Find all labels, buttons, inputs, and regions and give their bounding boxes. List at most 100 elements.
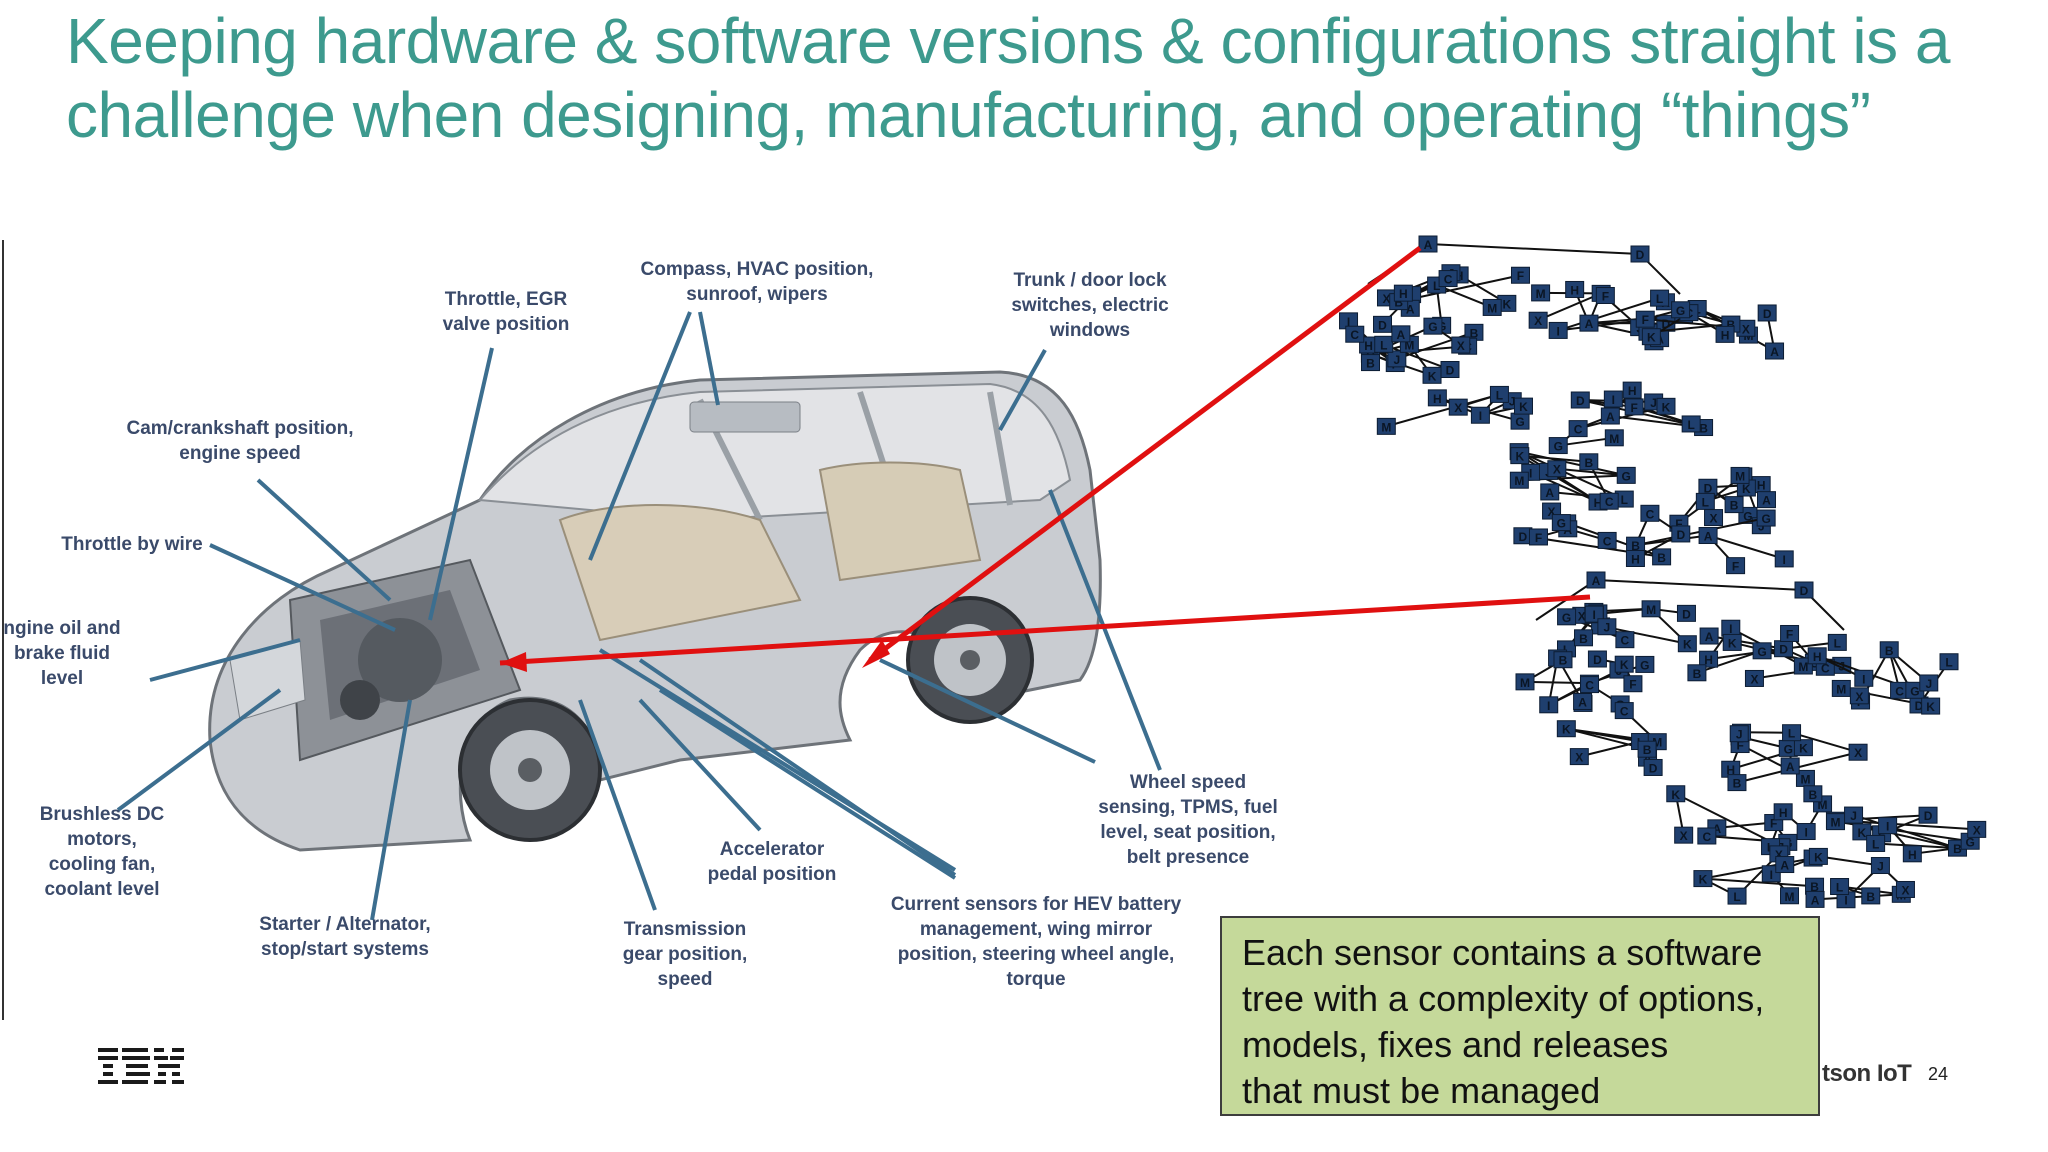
svg-text:D: D: [1636, 248, 1645, 262]
svg-text:G: G: [1966, 835, 1975, 849]
label-throttle-egr-1: Throttle, EGR: [445, 289, 568, 310]
tree-node: L: [1939, 653, 1959, 671]
svg-text:M: M: [1520, 676, 1530, 690]
svg-text:K: K: [1519, 400, 1528, 414]
svg-text:I: I: [1479, 409, 1482, 423]
tree-node: G: [1616, 466, 1636, 484]
tree-node: M: [1509, 471, 1529, 489]
tree-node: G: [1548, 437, 1568, 455]
svg-text:X: X: [1742, 322, 1750, 336]
svg-text:A: A: [1811, 893, 1820, 907]
svg-text:B: B: [1885, 644, 1894, 658]
svg-text:B: B: [1584, 456, 1593, 470]
svg-text:M: M: [1646, 603, 1656, 617]
tree-node: J: [1919, 674, 1939, 692]
svg-text:J: J: [1604, 621, 1611, 635]
svg-text:M: M: [1818, 798, 1828, 812]
svg-text:B: B: [1631, 539, 1640, 553]
tree-node: H: [1699, 650, 1719, 668]
svg-text:I: I: [1804, 826, 1807, 840]
svg-text:X: X: [1575, 751, 1583, 765]
tree-node: H: [1902, 845, 1922, 863]
svg-text:J: J: [1509, 395, 1516, 409]
svg-text:C: C: [1895, 684, 1904, 698]
svg-text:B: B: [1953, 842, 1962, 856]
tree-node: X: [1849, 687, 1869, 705]
svg-text:B: B: [1730, 499, 1739, 513]
svg-text:K: K: [1671, 788, 1680, 802]
svg-text:G: G: [1640, 658, 1649, 672]
svg-text:L: L: [1496, 388, 1503, 402]
tree-node: X: [1528, 311, 1548, 329]
svg-text:A: A: [1424, 238, 1433, 252]
tree-node: D: [1794, 581, 1814, 599]
tree-node: D: [1570, 391, 1590, 409]
tree-node: D: [1587, 650, 1607, 668]
svg-text:M: M: [1514, 474, 1524, 488]
tree-edge: [1556, 467, 1627, 477]
tree-node: H: [1807, 647, 1827, 665]
tree-node: D: [1440, 361, 1460, 379]
svg-text:H: H: [1399, 287, 1408, 301]
svg-text:I: I: [1729, 622, 1732, 636]
tree-node: I: [1878, 817, 1898, 835]
svg-text:G: G: [1761, 512, 1770, 526]
tree-node: C: [1345, 325, 1365, 343]
brand-watson-iot: tson IoT: [1822, 1060, 1912, 1087]
tree-node: H: [1622, 381, 1642, 399]
svg-text:H: H: [1433, 392, 1442, 406]
svg-text:F: F: [1732, 560, 1739, 574]
svg-text:B: B: [1693, 667, 1702, 681]
svg-text:F: F: [1675, 517, 1682, 531]
svg-text:H: H: [1813, 650, 1822, 664]
tree-node: F: [1624, 398, 1644, 416]
tree-node: F: [1780, 624, 1800, 642]
tree-node: J: [1844, 806, 1864, 824]
svg-text:J: J: [1736, 728, 1743, 742]
svg-text:J: J: [1838, 659, 1845, 673]
label-engine-oil-2: brake fluid: [14, 643, 110, 664]
svg-text:B: B: [1394, 296, 1403, 310]
tree-node: A: [1699, 627, 1719, 645]
tree-node: B: [1879, 641, 1899, 659]
tree-node: G: [1557, 608, 1577, 626]
svg-text:D: D: [1662, 317, 1671, 331]
page-number: 24: [1928, 1064, 1949, 1084]
tree-node: A: [1698, 527, 1718, 545]
svg-text:F: F: [1535, 531, 1542, 545]
svg-text:H: H: [1570, 283, 1579, 297]
label-current-sensors-1: Current sensors for HEV battery: [891, 894, 1182, 915]
tree-node: D: [1643, 758, 1663, 776]
svg-text:X: X: [1775, 848, 1783, 862]
svg-text:X: X: [1855, 690, 1863, 704]
svg-text:L: L: [1836, 881, 1843, 895]
svg-text:C: C: [1350, 328, 1359, 342]
tree-node: K: [1666, 785, 1686, 803]
svg-text:D: D: [1446, 364, 1455, 378]
label-current-sensors-4: torque: [1006, 969, 1065, 990]
svg-text:X: X: [1548, 505, 1556, 519]
tree-node: H: [1393, 284, 1413, 302]
tree-edge: [1524, 680, 1590, 685]
svg-text:D: D: [1576, 394, 1585, 408]
label-starter-1: Starter / Alternator,: [259, 914, 430, 935]
label-engine-oil-1: ngine oil and: [3, 618, 120, 639]
tree-node: B: [1861, 887, 1881, 905]
tree-node: M: [1515, 673, 1535, 691]
svg-text:B: B: [1809, 788, 1818, 802]
svg-text:F: F: [1517, 269, 1524, 283]
tree-node: A: [1780, 757, 1800, 775]
slide-title: Keeping hardware & software versions & c…: [66, 4, 2026, 152]
svg-text:X: X: [1553, 463, 1561, 477]
label-transmission-2: gear position,: [623, 944, 748, 965]
tree-node: F: [1528, 528, 1548, 546]
tree-node: H: [1715, 325, 1735, 343]
tree-node: G: [1635, 655, 1655, 673]
tree-edge: [1537, 292, 1602, 322]
svg-text:F: F: [1642, 313, 1649, 327]
svg-text:X: X: [1901, 883, 1909, 897]
svg-text:F: F: [1736, 739, 1743, 753]
tree-edge: [1791, 731, 1859, 754]
tree-node: H: [1427, 389, 1447, 407]
